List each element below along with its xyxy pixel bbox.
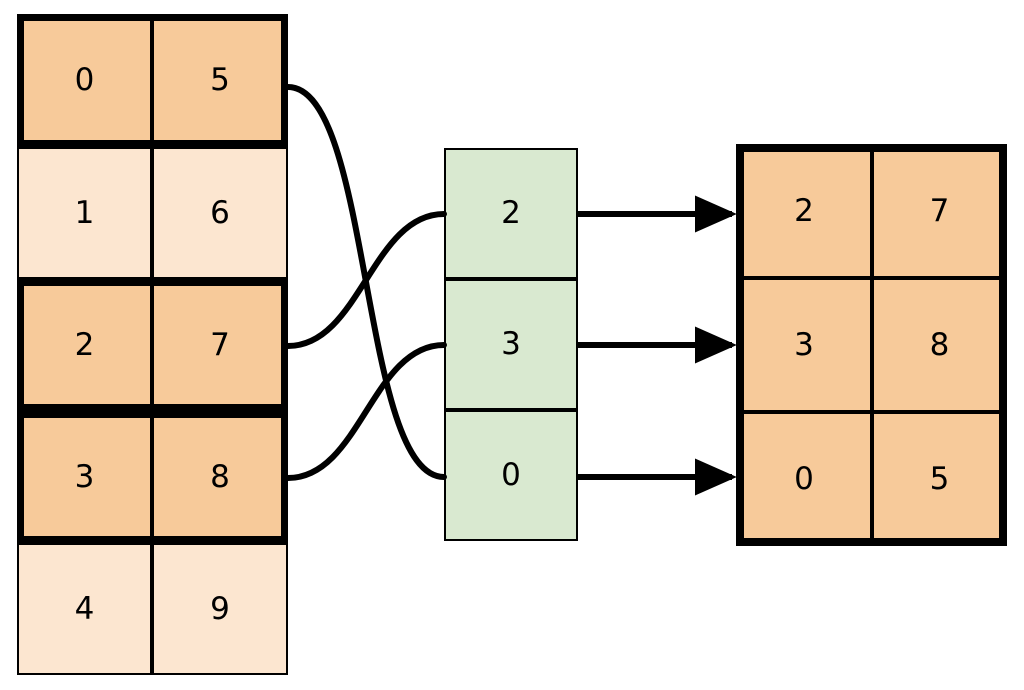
index-cell-2: 0 — [444, 410, 578, 541]
result-cell-r0c1: 7 — [872, 144, 1007, 278]
link-row-3-to-index-slot-1 — [285, 342, 447, 481]
result-cell-r2c1: 5 — [872, 412, 1007, 546]
source-cell-r4c1: 9 — [152, 543, 288, 675]
source-cell-r2c0: 2 — [17, 279, 152, 411]
source-cell-r1c1: 6 — [152, 147, 288, 279]
link-row-0-to-index-slot-2 — [285, 84, 447, 480]
source-cell-r1c0: 1 — [17, 147, 152, 279]
index-cell-0: 2 — [444, 148, 578, 279]
result-cell-r0c0: 2 — [736, 144, 872, 278]
index-cell-1: 3 — [444, 279, 578, 410]
source-cell-r3c0: 3 — [17, 411, 152, 543]
result-cell-r1c0: 3 — [736, 278, 872, 412]
result-cell-r1c1: 8 — [872, 278, 1007, 412]
source-cell-r0c0: 0 — [17, 14, 152, 147]
source-cell-r0c1: 5 — [152, 14, 288, 147]
result-cell-r2c0: 0 — [736, 412, 872, 546]
source-cell-r2c1: 7 — [152, 279, 288, 411]
link-row-2-to-index-slot-0 — [285, 211, 447, 349]
source-cell-r4c0: 4 — [17, 543, 152, 675]
source-cell-r3c1: 8 — [152, 411, 288, 543]
